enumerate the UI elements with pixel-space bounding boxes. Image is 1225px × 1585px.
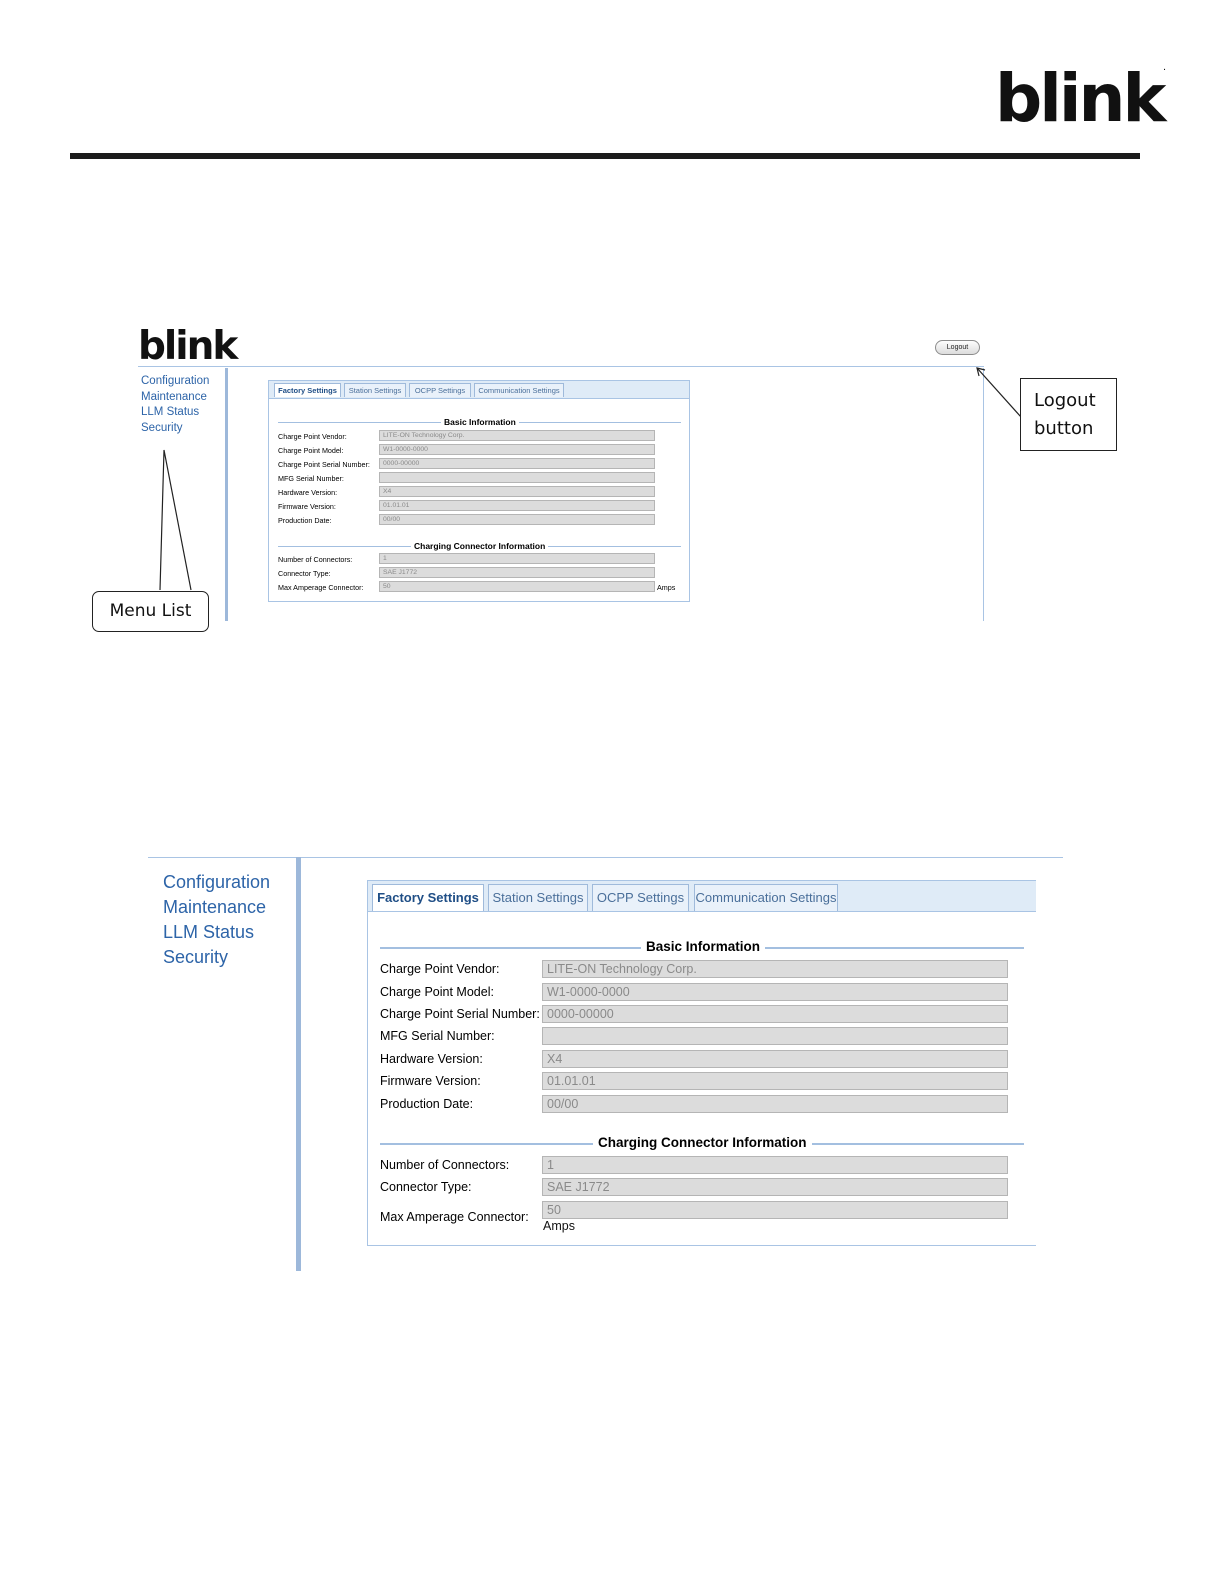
field-firmware: 01.01.01: [542, 1072, 1008, 1090]
field-vendor: LITE-ON Technology Corp.: [379, 430, 655, 441]
label-production-date: Production Date:: [380, 1097, 474, 1111]
label-connector-type: Connector Type:: [278, 569, 331, 578]
field-mfg-serial: [542, 1027, 1008, 1045]
label-vendor: Charge Point Vendor:: [380, 962, 500, 976]
tab-communication-settings[interactable]: Communication Settings: [474, 383, 564, 397]
menu-list-callout: Menu List: [92, 591, 209, 632]
menu-item-security[interactable]: Security: [141, 421, 183, 434]
label-serial: Charge Point Serial Number:: [380, 1007, 540, 1021]
top-rule-zoomed: [148, 857, 1063, 858]
unit-amps: Amps: [543, 1219, 575, 1233]
label-model: Charge Point Model:: [278, 446, 344, 455]
field-num-connectors: 1: [542, 1156, 1008, 1174]
label-mfg-serial: MFG Serial Number:: [278, 474, 344, 483]
tab-station-settings[interactable]: Station Settings: [488, 884, 588, 911]
logout-button[interactable]: Logout: [935, 340, 980, 355]
tab-communication-settings[interactable]: Communication Settings: [694, 884, 838, 911]
label-connector-type: Connector Type:: [380, 1180, 472, 1194]
label-max-amperage: Max Amperage Connector:: [278, 583, 364, 592]
label-max-amperage: Max Amperage Connector:: [380, 1210, 529, 1224]
label-model: Charge Point Model:: [380, 985, 494, 999]
header-divider: [138, 366, 984, 367]
label-production-date: Production Date:: [278, 516, 332, 525]
menu-item-maintenance[interactable]: Maintenance: [141, 390, 207, 403]
label-firmware: Firmware Version:: [380, 1074, 481, 1088]
label-mfg-serial: MFG Serial Number:: [380, 1029, 495, 1043]
menu-item-security[interactable]: Security: [163, 947, 229, 967]
logo-text: blink: [995, 60, 1166, 137]
sidebar-divider: [225, 368, 228, 621]
field-hardware: X4: [542, 1050, 1008, 1068]
menu-item-maintenance[interactable]: Maintenance: [163, 897, 267, 917]
tab-bar-zoomed: Factory Settings Station Settings OCPP S…: [368, 881, 1036, 912]
logout-callout-arrow: [976, 367, 1022, 418]
screenshot-full-page: blink Logout Configuration Maintenance L…: [0, 0, 1225, 700]
connector-info-title: Charging Connector Information: [593, 1135, 812, 1150]
header-rule: [70, 153, 1140, 159]
field-connector-type: SAE J1772: [542, 1178, 1008, 1196]
sidebar-divider-zoomed: [296, 857, 301, 1271]
tab-factory-settings[interactable]: Factory Settings: [372, 884, 484, 911]
field-production-date: 00/00: [542, 1095, 1008, 1113]
field-max-amperage: 50: [542, 1201, 1008, 1219]
field-model: W1-0000-0000: [379, 444, 655, 455]
basic-info-title: Basic Information: [441, 417, 519, 427]
field-serial: 0000-00000: [542, 1005, 1008, 1023]
settings-panel-zoomed: Factory Settings Station Settings OCPP S…: [367, 880, 1036, 1246]
label-num-connectors: Number of Connectors:: [278, 555, 353, 564]
basic-info-title: Basic Information: [641, 939, 766, 954]
label-serial: Charge Point Serial Number:: [278, 460, 370, 469]
label-num-connectors: Number of Connectors:: [380, 1158, 510, 1172]
connector-info-title: Charging Connector Information: [411, 541, 549, 551]
logout-arrow-head: [976, 367, 986, 377]
menu-callout-pointer: [159, 449, 192, 591]
blink-logo-header: blink.: [995, 66, 1166, 132]
label-hardware: Hardware Version:: [380, 1052, 483, 1066]
tab-station-settings[interactable]: Station Settings: [344, 383, 406, 397]
tab-ocpp-settings[interactable]: OCPP Settings: [592, 884, 689, 911]
settings-panel: Factory Settings Station Settings OCPP S…: [268, 380, 690, 602]
field-firmware: 01.01.01: [379, 500, 655, 511]
field-connector-type: SAE J1772: [379, 567, 655, 578]
field-max-amperage: 50: [379, 581, 655, 592]
sidebar-menu: Configuration Maintenance LLM Status Sec…: [141, 374, 209, 436]
field-model: W1-0000-0000: [542, 983, 1008, 1001]
tab-bar: Factory Settings Station Settings OCPP S…: [269, 381, 689, 399]
label-firmware: Firmware Version:: [278, 502, 336, 511]
unit-amps: Amps: [657, 583, 676, 592]
logo-text-small: blink: [138, 324, 238, 369]
field-mfg-serial: [379, 472, 655, 483]
field-num-connectors: 1: [379, 553, 655, 564]
menu-item-llm-status[interactable]: LLM Status: [163, 922, 255, 942]
label-vendor: Charge Point Vendor:: [278, 432, 347, 441]
menu-item-configuration[interactable]: Configuration: [163, 872, 271, 892]
blink-logo-small: blink: [138, 324, 238, 369]
field-production-date: 00/00: [379, 514, 655, 525]
field-serial: 0000-00000: [379, 458, 655, 469]
content-right-border: [983, 368, 984, 621]
label-hardware: Hardware Version:: [278, 488, 338, 497]
sidebar-menu-zoomed: Configuration Maintenance LLM Status Sec…: [163, 870, 270, 970]
menu-item-llm-status[interactable]: LLM Status: [141, 406, 200, 418]
field-vendor: LITE-ON Technology Corp.: [542, 960, 1008, 978]
logout-callout: Logout button: [1020, 378, 1117, 451]
trademark-mark: .: [1163, 65, 1166, 72]
tab-factory-settings[interactable]: Factory Settings: [274, 383, 341, 397]
callout-arrows: [159, 367, 1022, 591]
tab-ocpp-settings[interactable]: OCPP Settings: [409, 383, 471, 397]
menu-item-configuration[interactable]: Configuration: [141, 375, 210, 387]
field-hardware: X4: [379, 486, 655, 497]
